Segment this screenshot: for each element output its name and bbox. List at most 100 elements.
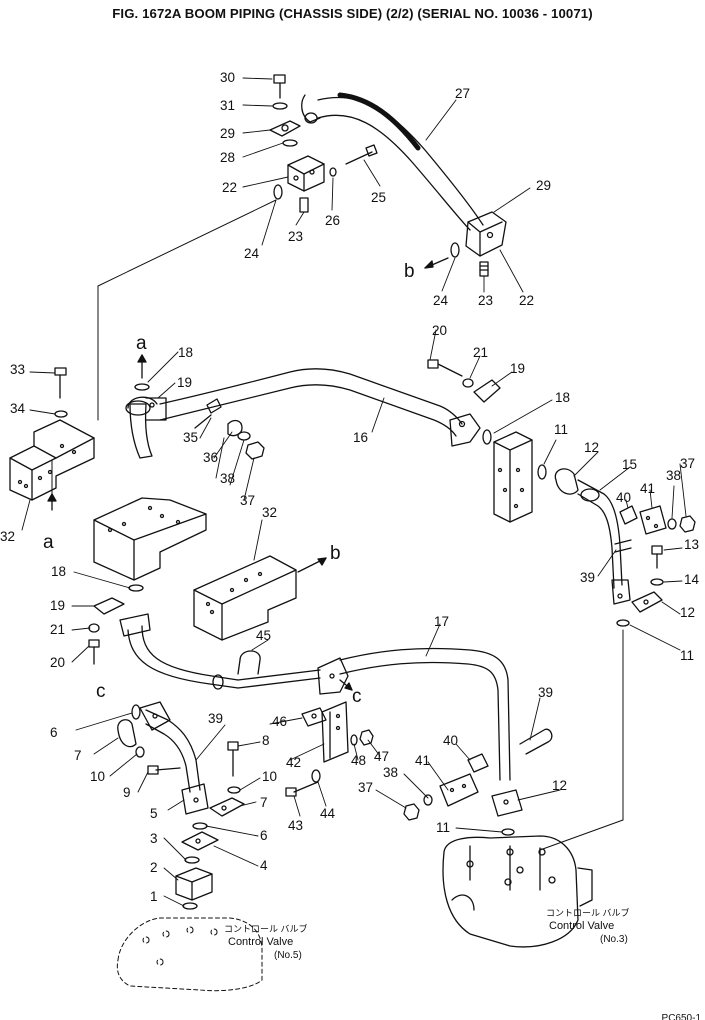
callout: 39 <box>580 570 595 585</box>
callout: 23 <box>288 229 303 244</box>
elbow-5-bottom <box>181 783 209 815</box>
control-valve-no5-outline <box>116 917 263 992</box>
callout: 32 <box>262 505 277 520</box>
callout: 44 <box>320 806 336 821</box>
callout: 37 <box>680 456 695 471</box>
callout: 48 <box>351 753 366 768</box>
callout: 28 <box>220 150 235 165</box>
callout: 20 <box>50 655 65 670</box>
callout: 21 <box>473 345 488 360</box>
arrow-c-right <box>339 679 353 691</box>
callout: 22 <box>519 293 534 308</box>
block-22-top <box>287 155 325 192</box>
washer-34 <box>54 410 68 418</box>
o-ring-18-mid-right <box>482 429 492 445</box>
elbow-left-16 <box>125 397 167 459</box>
callout: 11 <box>436 820 450 835</box>
arrow-letter: b <box>330 543 341 564</box>
clamp-36 <box>227 419 243 437</box>
clamp-40-lower <box>467 753 489 773</box>
callout: 39 <box>208 711 223 726</box>
o-ring-11-right <box>537 464 547 480</box>
bolt-13 <box>651 545 663 569</box>
callout: 18 <box>555 390 570 405</box>
control-valve-no3-num: (No.3) <box>600 934 628 945</box>
callout: 11 <box>554 422 568 437</box>
washer-10-left <box>135 746 145 758</box>
u-bolt-45 <box>237 650 261 675</box>
callout: 1 <box>150 889 158 904</box>
bolt-25 <box>345 144 378 165</box>
callout: 45 <box>256 628 271 643</box>
bracket-41-right <box>639 505 667 535</box>
nipple-23-right <box>479 261 489 277</box>
callout: 25 <box>371 190 386 205</box>
callout: 14 <box>684 572 700 587</box>
arrow-letter: c <box>352 686 362 707</box>
callout: 12 <box>680 605 695 620</box>
callout: 18 <box>178 345 193 360</box>
callout-labels: 1 2 3 4 5 6 6 7 7 8 9 10 10 11 11 11 12 … <box>0 70 700 961</box>
hose-17-left <box>119 613 239 690</box>
washer-21-lower <box>88 623 100 633</box>
o-ring-6-upper <box>131 704 141 720</box>
callout: 20 <box>432 323 447 338</box>
callout: 38 <box>666 468 681 483</box>
callout-leaders <box>21 77 687 907</box>
nut-37-right <box>679 515 696 533</box>
callout: 40 <box>443 733 458 748</box>
callout: 10 <box>90 769 105 784</box>
bolt-20-lower <box>88 639 100 665</box>
washer-48 <box>350 734 358 746</box>
flange-19-mid-right <box>473 379 501 403</box>
control-valve-no5-en: Control Valve <box>228 936 293 948</box>
control-valve-no5-jp: コントロール バルブ <box>224 923 308 934</box>
callout: 7 <box>260 795 268 810</box>
bracket-42 <box>321 701 349 763</box>
callout: 9 <box>123 785 131 800</box>
callout: 23 <box>478 293 493 308</box>
callout: 38 <box>220 471 235 486</box>
callout: 46 <box>272 714 287 729</box>
washer-38-lower <box>423 794 433 806</box>
nut-37-mid <box>245 441 265 460</box>
o-ring-24-right <box>450 242 460 258</box>
flange-19-lower <box>93 597 125 615</box>
callout: 29 <box>536 178 551 193</box>
washer-14 <box>650 578 664 586</box>
callout: 7 <box>74 748 82 763</box>
arrow-letter: a <box>43 532 54 553</box>
callout: 33 <box>10 362 25 377</box>
arrow-letter: b <box>404 261 415 282</box>
callout: 38 <box>383 765 398 780</box>
o-ring-18-lower <box>128 584 144 592</box>
callout: 24 <box>244 246 260 261</box>
callout: 3 <box>150 831 158 846</box>
callout: 8 <box>262 733 270 748</box>
drawing-code: PC650-1 <box>661 1013 701 1020</box>
valve-block-center-left <box>93 497 207 581</box>
bolt-43 <box>285 781 319 797</box>
bolt-30 <box>273 74 286 99</box>
flange-4 <box>181 831 219 851</box>
callout: 27 <box>455 86 470 101</box>
callout: 2 <box>150 860 158 875</box>
callout: 39 <box>538 685 553 700</box>
callout: 42 <box>286 755 301 770</box>
callout: 41 <box>415 753 430 768</box>
flange-29-top <box>269 120 301 137</box>
washer-44 <box>311 769 321 783</box>
callout: 13 <box>684 537 699 552</box>
arrow-letter: a <box>136 333 147 354</box>
callout: 11 <box>680 648 694 663</box>
callout: 17 <box>434 614 449 629</box>
callout: 6 <box>260 828 268 843</box>
o-ring-6-lower <box>192 822 208 830</box>
elbow-15-bottom <box>611 579 631 605</box>
union-fitting-17 <box>317 657 349 695</box>
o-ring-28 <box>282 139 298 147</box>
u-bolt-39-lower-right <box>519 728 553 755</box>
callout: 37 <box>240 493 255 508</box>
flange-12-lower <box>491 789 523 817</box>
